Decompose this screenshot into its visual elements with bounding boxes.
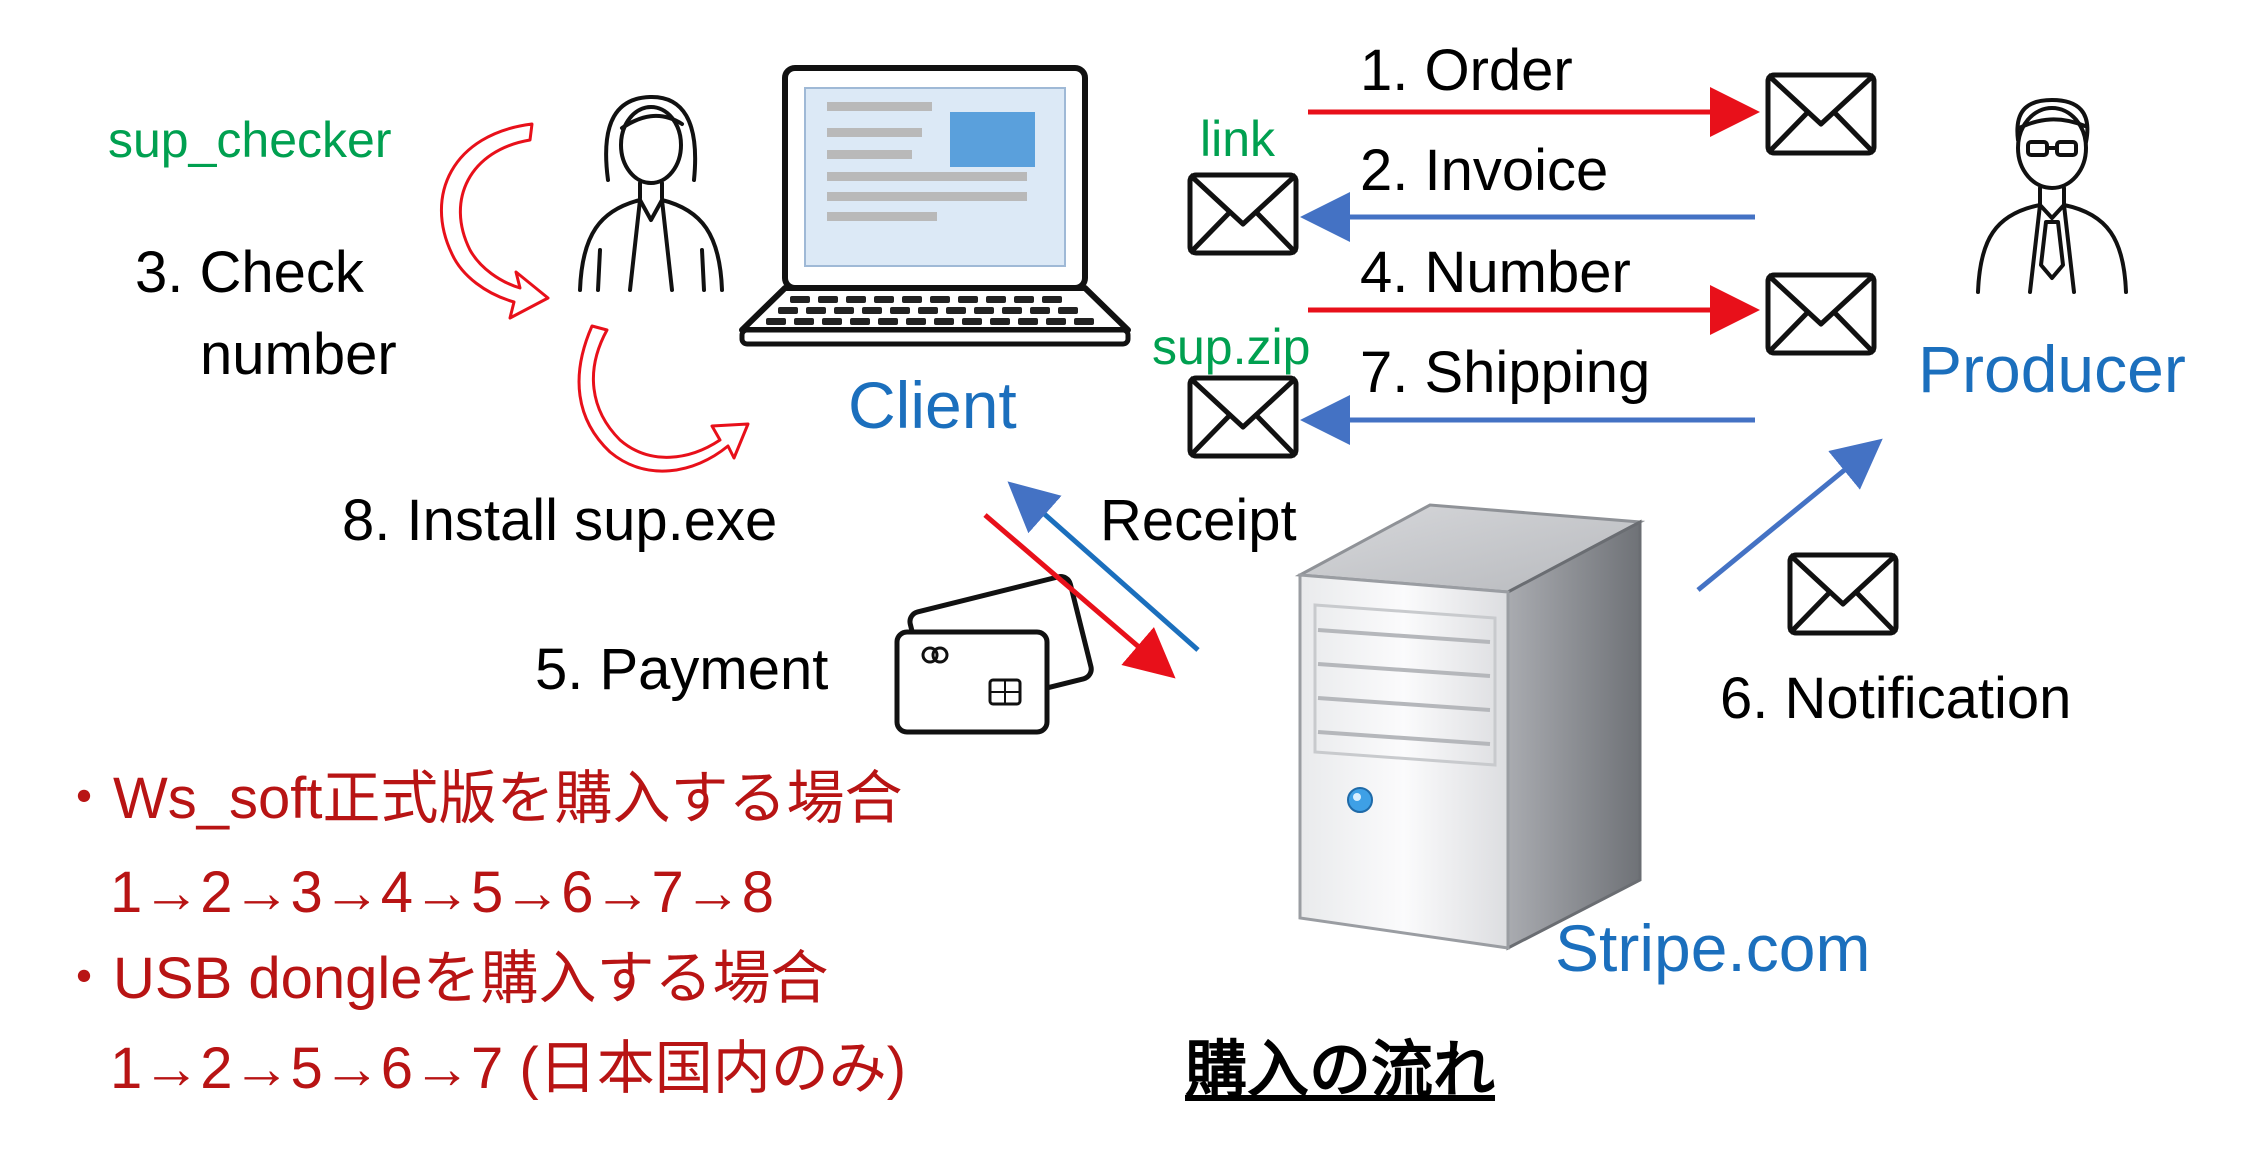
receipt-arrow [1007,481,1200,652]
envelope-icon [1787,552,1899,636]
order-label: 1. Order [1360,38,1573,103]
server-icon [1294,503,1646,951]
producer-label: Producer [1918,332,2186,406]
laptop-icon [739,65,1131,347]
check-number-label-line1: 3. Check [135,240,364,305]
envelope-icon [1765,272,1877,356]
sup-zip-label: sup.zip [1152,319,1311,375]
diagram-title: 購入の流れ [1185,1036,1496,1105]
number-label: 4. Number [1360,240,1631,305]
shipping-label: 7. Shipping [1360,340,1651,405]
client-label: Client [848,368,1017,442]
invoice-label: 2. Invoice [1360,138,1609,203]
envelope-icon [1187,375,1299,459]
envelope-icon [1187,172,1299,256]
payment-label: 5. Payment [535,637,829,702]
envelope-icon [1765,72,1877,156]
producer-person-icon [1976,98,2128,294]
sup-checker-label: sup_checker [108,112,392,168]
credit-card-icon [894,574,1094,735]
notification-arrow [1696,438,1883,592]
usb-flow: 1→2→5→6→7 (日本国内のみ) [110,1036,907,1101]
receipt-label: Receipt [1100,488,1297,553]
install-label: 8. Install sup.exe [342,488,778,553]
stripe-label: Stripe.com [1555,911,1871,985]
usb-heading: ・USB dongleを購入する場合 [55,946,829,1011]
ws-soft-flow: 1→2→3→4→5→6→7→8 [110,860,775,925]
client-person-icon [578,94,724,292]
link-label: link [1200,111,1276,167]
curved-arrow-icon [439,122,550,320]
payment-arrow [983,513,1176,679]
notification-label: 6. Notification [1720,666,2072,731]
curved-arrow-icon [577,324,750,473]
ws-soft-heading: ・Ws_soft正式版を購入する場合 [55,766,903,831]
check-number-label-line2: number [200,322,397,387]
